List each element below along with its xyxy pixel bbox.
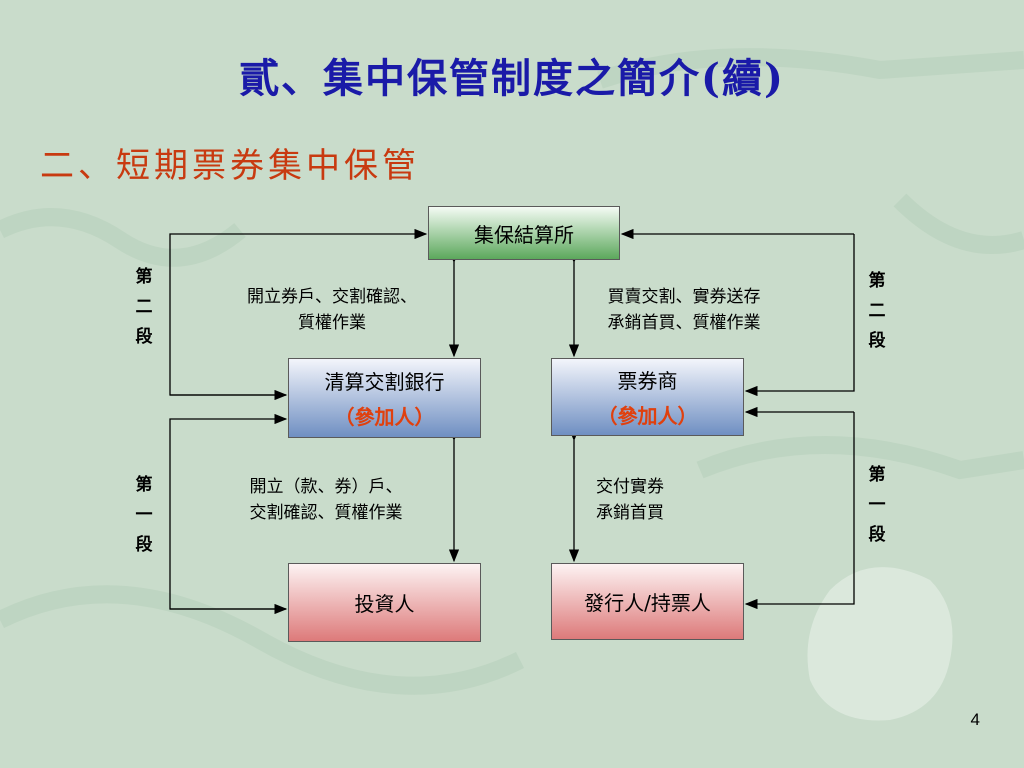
dealer-box: 票券商 （參加人） bbox=[551, 358, 744, 436]
right-stage1-loop bbox=[744, 412, 855, 610]
right-stage2-label: 第 二 段 bbox=[868, 271, 886, 351]
issuer-dealer-label: 交付實券 承銷首買 bbox=[596, 477, 664, 523]
investor-bank-label: 開立（款、券）戶、 交割確認、質權作業 bbox=[249, 477, 403, 523]
right-stage1-label: 第 一 段 bbox=[868, 465, 886, 545]
investor-label: 投資人 bbox=[354, 592, 415, 616]
issuer-box: 發行人/持票人 bbox=[551, 563, 744, 640]
tdcc-label: 集保結算所 bbox=[474, 222, 574, 247]
left-stage1-label: 第 一 段 bbox=[135, 475, 153, 555]
dealer-participant: （參加人） bbox=[597, 404, 698, 428]
right-stage2-loop bbox=[744, 234, 855, 397]
issuer-label: 發行人/持票人 bbox=[584, 591, 711, 615]
page-number: 4 bbox=[970, 710, 980, 729]
investor-box: 投資人 bbox=[288, 563, 481, 642]
clearing-bank-label: 清算交割銀行 bbox=[324, 370, 445, 394]
slide-subtitle: 二、短期票券集中保管 bbox=[40, 146, 420, 186]
dealer-label: 票券商 bbox=[617, 369, 678, 393]
left-stage2-label: 第 二 段 bbox=[135, 267, 153, 347]
tdcc-box: 集保結算所 bbox=[428, 206, 620, 260]
dealer-tdcc-label: 買賣交割、實券送存 承銷首買、質權作業 bbox=[607, 287, 761, 333]
slide-title: 貳、集中保管制度之簡介(續) bbox=[239, 55, 785, 102]
clearing-bank-box: 清算交割銀行 （參加人） bbox=[288, 358, 481, 438]
clearing-bank-participant: （參加人） bbox=[334, 405, 435, 429]
bank-tdcc-label: 開立券戶、交割確認、 質權作業 bbox=[247, 287, 417, 333]
